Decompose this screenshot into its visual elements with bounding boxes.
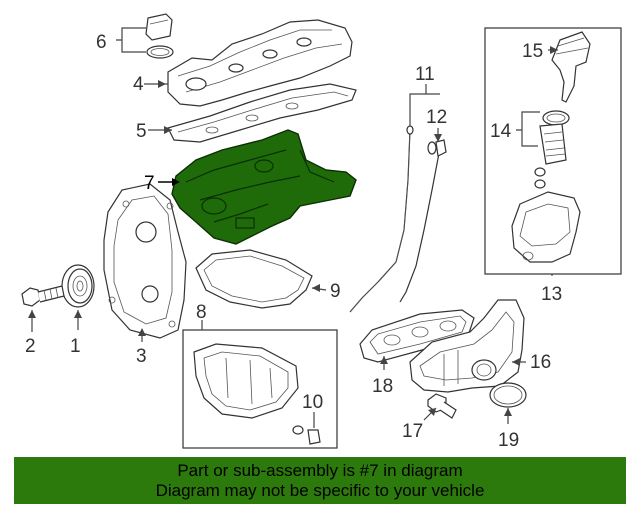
dipstick-tube-part[interactable] bbox=[349, 125, 414, 313]
lower-oil-pan-part[interactable] bbox=[193, 343, 299, 419]
housing-bolt-part[interactable] bbox=[427, 393, 457, 419]
upper-oil-pan-highlighted-part[interactable] bbox=[171, 129, 357, 245]
banner-line-2: Diagram may not be specific to your vehi… bbox=[155, 481, 485, 500]
pulley-bolt-part[interactable] bbox=[21, 285, 65, 307]
callout-13: 13 bbox=[541, 284, 562, 305]
callout-19: 19 bbox=[498, 430, 519, 451]
callout-4: 4 bbox=[133, 74, 144, 95]
valve-cover-gasket-part[interactable] bbox=[167, 83, 357, 143]
pump-housing-part[interactable] bbox=[409, 299, 525, 393]
callout-12: 12 bbox=[426, 107, 447, 128]
callout-3: 3 bbox=[136, 346, 147, 367]
callout-labels: 1 2 3 4 5 6 7 8 9 10 11 12 13 14 15 16 1… bbox=[25, 32, 562, 451]
callout-7: 7 bbox=[144, 173, 155, 194]
callout-15: 15 bbox=[522, 41, 543, 62]
callout-18: 18 bbox=[372, 376, 393, 397]
callout-14: 14 bbox=[490, 121, 512, 142]
intake-gasket-part[interactable] bbox=[359, 309, 475, 363]
leader-arrowheads bbox=[28, 46, 558, 416]
oil-filter-element-part[interactable] bbox=[534, 123, 567, 189]
drain-plug-part[interactable] bbox=[292, 425, 321, 445]
banner-line-1: Part or sub-assembly is #7 in diagram bbox=[177, 461, 463, 480]
callout-9: 9 bbox=[330, 281, 341, 302]
housing-o-ring-part[interactable] bbox=[489, 382, 527, 408]
callout-5: 5 bbox=[136, 121, 147, 142]
callout-10: 10 bbox=[302, 392, 323, 413]
callout-2: 2 bbox=[25, 336, 36, 357]
info-banner: Part or sub-assembly is #7 in diagram Di… bbox=[14, 457, 626, 504]
callout-6: 6 bbox=[96, 32, 107, 53]
valve-cover-part[interactable] bbox=[167, 19, 353, 107]
callout-17: 17 bbox=[402, 421, 423, 442]
filter-o-ring-part[interactable] bbox=[542, 110, 570, 126]
callout-16: 16 bbox=[530, 352, 551, 373]
oil-filter-cap-part[interactable] bbox=[551, 31, 591, 103]
callout-1: 1 bbox=[70, 336, 81, 357]
oil-filter-housing-part[interactable] bbox=[511, 191, 581, 263]
oil-pan-gasket-part[interactable] bbox=[195, 249, 313, 309]
dipstick-part[interactable] bbox=[399, 139, 447, 303]
callout-8: 8 bbox=[196, 302, 207, 323]
oil-cap-part[interactable] bbox=[145, 13, 174, 59]
timing-cover-part[interactable] bbox=[103, 183, 187, 339]
crankshaft-pulley-part[interactable] bbox=[61, 264, 95, 308]
callout-11: 11 bbox=[415, 64, 435, 85]
